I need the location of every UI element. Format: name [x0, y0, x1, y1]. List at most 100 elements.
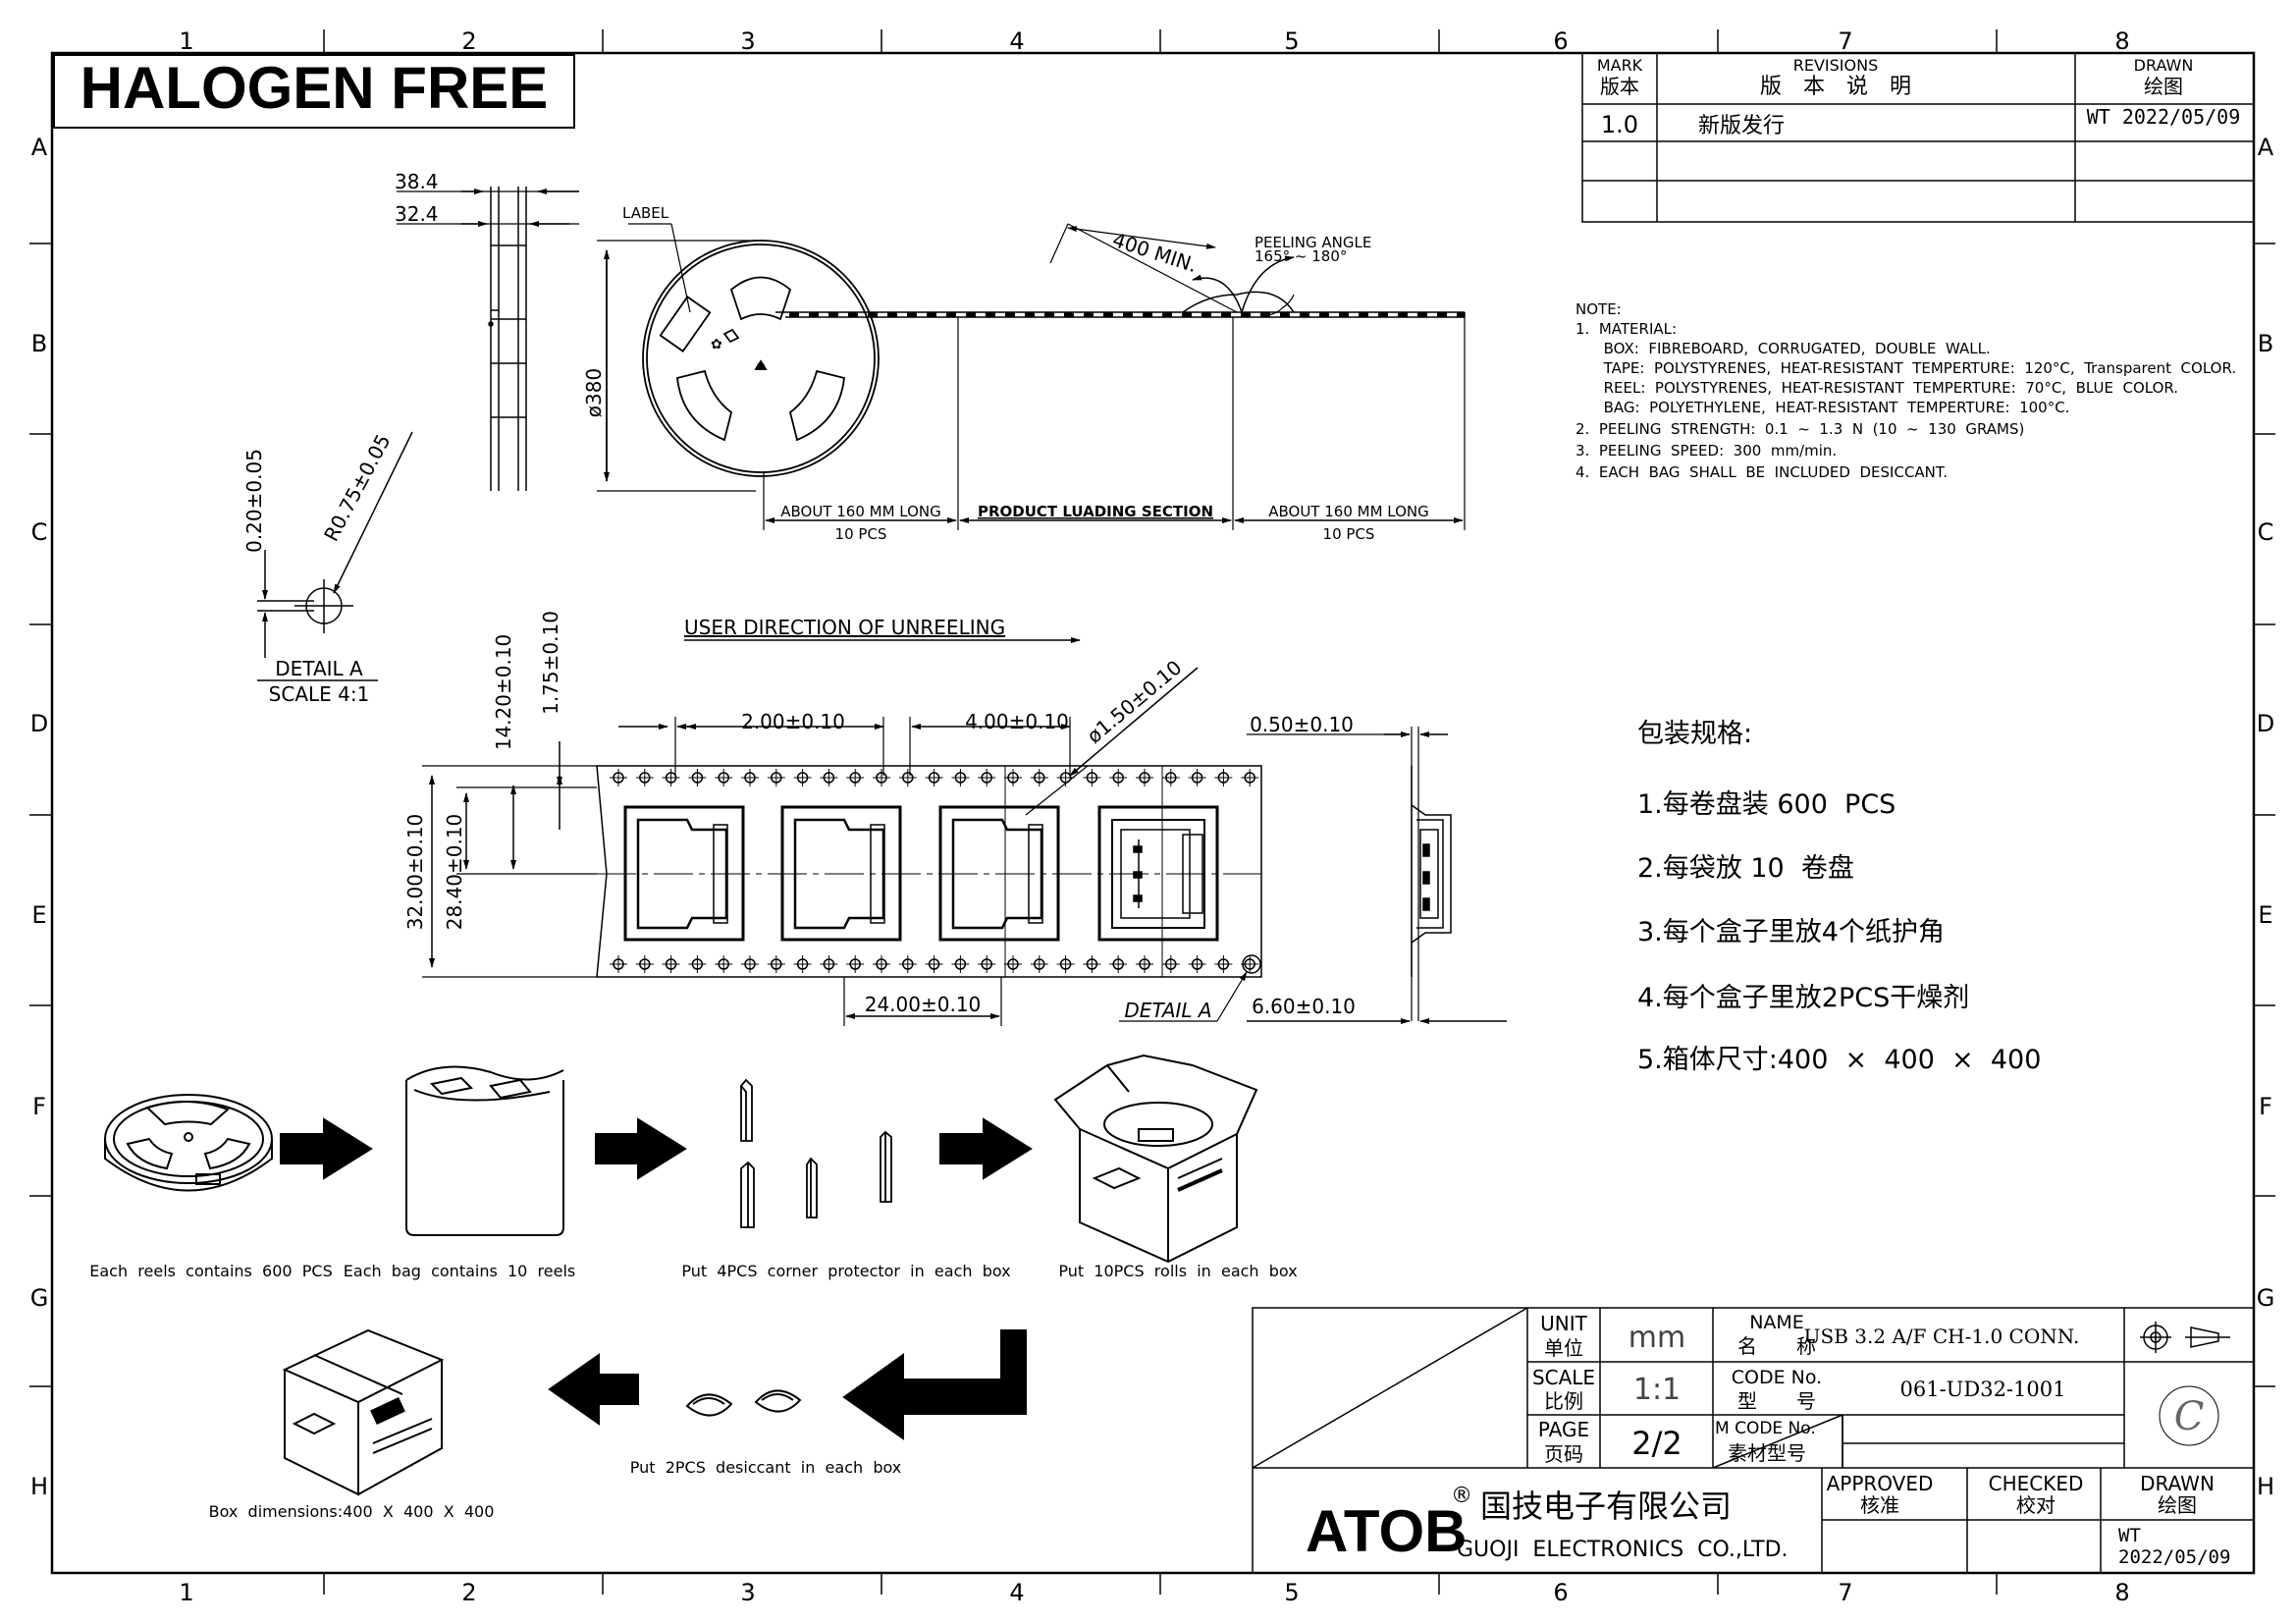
- sprocket-hole-center: [1004, 769, 1022, 786]
- tb-approved-cn: 核准: [1860, 1493, 1899, 1517]
- halogen-free-banner: HALOGEN FREE: [53, 54, 575, 129]
- col-num: 6: [1553, 1579, 1568, 1606]
- sprocket-hole-center: [951, 769, 970, 786]
- sheet-frame: [29, 29, 2275, 1595]
- row-letters-left: A B C D E F G H: [30, 134, 49, 1500]
- tb-drawn-cn: 绘图: [2158, 1493, 2197, 1517]
- row-letter: B: [31, 330, 47, 357]
- rev-mark-label-en: MARK: [1597, 56, 1643, 75]
- sprocket-hole-center: [820, 955, 838, 973]
- caption-reel: Each reels contains 600 PCS: [89, 1262, 332, 1280]
- row-letter: D: [2257, 710, 2274, 737]
- row-letter: F: [32, 1093, 46, 1120]
- note-line: 3. PEELING SPEED: 300 mm/min.: [1575, 442, 1837, 460]
- closed-box-illustration: [282, 1328, 445, 1496]
- tb-approved-en: APPROVED: [1827, 1472, 1934, 1495]
- sprocket-hole-center: [1188, 955, 1206, 973]
- banner-text: HALOGEN FREE: [80, 55, 549, 121]
- col-num: 6: [1553, 27, 1568, 55]
- sprocket-hole-center: [1004, 955, 1022, 973]
- sprocket-hole-center: [715, 769, 733, 786]
- tb-scale-en: SCALE: [1532, 1366, 1595, 1389]
- row-letter: H: [30, 1473, 48, 1500]
- column-numbers-top: 1 2 3 4 5 6 7 8: [179, 27, 2129, 55]
- row-letter: E: [31, 901, 46, 929]
- sprocket-hole-center: [1030, 769, 1048, 786]
- tb-code-en: CODE No.: [1732, 1367, 1822, 1388]
- tb-scale-cn: 比例: [1544, 1389, 1583, 1413]
- tb-drawn-by: WT: [2118, 1525, 2141, 1546]
- sprocket-hole-center: [1161, 955, 1180, 973]
- sprocket-hole-center: [1136, 955, 1153, 973]
- note-line: 4. EACH BAG SHALL BE INCLUDED DESICCANT.: [1575, 463, 1948, 481]
- sprocket-hole-center: [1083, 769, 1101, 786]
- tb-unit-value: mm: [1629, 1321, 1685, 1355]
- sprocket-hole-center: [1056, 955, 1075, 973]
- tb-company-cn: 国技电子有限公司: [1480, 1488, 1732, 1525]
- dim-4-00: 4.00±0.10: [965, 710, 1069, 733]
- tb-name-cn: 名 称: [1737, 1334, 1816, 1358]
- title-block: [1252, 1307, 2255, 1574]
- pcs-left: 10 PCS: [835, 525, 887, 543]
- sprocket-hole-center: [662, 955, 680, 973]
- tb-rev-letter: C: [2174, 1394, 2205, 1439]
- rev-mark-label-cn: 版本: [1600, 75, 1639, 98]
- col-num: 7: [1838, 27, 1852, 55]
- col-num: 3: [740, 1579, 755, 1606]
- dim-28-40: 28.40±0.10: [443, 814, 466, 931]
- sprocket-hole-center: [846, 769, 865, 786]
- row-letter: E: [2258, 901, 2272, 929]
- unreel-direction: USER DIRECTION OF UNREELING: [684, 616, 1005, 639]
- column-numbers-bottom: 1 2 3 4 5 6 7 8: [179, 1579, 2129, 1606]
- revisions-table: MARK 版本 REVISIONS 版 本 说 明 DRAWN 绘图 1.0 新…: [1581, 52, 2255, 223]
- pocket: [938, 805, 1060, 942]
- dim-14-20: 14.20±0.10: [492, 634, 515, 751]
- col-num: 2: [461, 27, 476, 55]
- note-line: BOX: FIBREBOARD, CORRUGATED, DOUBLE WALL…: [1575, 340, 1991, 357]
- sprocket-hole-center: [688, 955, 707, 973]
- dim-hole-dia: ø1.50±0.10: [1083, 656, 1187, 748]
- tb-logo-mark: ®: [1451, 1484, 1472, 1508]
- sprocket-hole-center: [925, 955, 943, 973]
- col-num: 3: [740, 27, 755, 55]
- tb-mcode-cn: 素材型号: [1728, 1441, 1806, 1465]
- dim-38-4: 38.4: [395, 170, 439, 193]
- tb-page-cn: 页码: [1544, 1442, 1583, 1466]
- sprocket-hole-center: [1083, 955, 1101, 973]
- rev-label-cn: 版 本 说 明: [1760, 75, 1911, 99]
- desiccant-illustration: [685, 1389, 802, 1417]
- tb-page-en: PAGE: [1538, 1418, 1589, 1441]
- pocket: [623, 805, 745, 942]
- dim-6-60: 6.60±0.10: [1252, 995, 1356, 1018]
- caption-box: Box dimensions:400 X 400 X 400: [209, 1502, 495, 1521]
- sprocket-hole-center: [1030, 955, 1048, 973]
- sprocket-hole-center: [1109, 769, 1128, 786]
- sprocket-hole-center: [662, 769, 680, 786]
- tb-drawn-date: 2022/05/09: [2118, 1546, 2230, 1568]
- sprocket-hole-center: [741, 769, 759, 786]
- packing-flow-captions: Each reels contains 600 PCS Each bag con…: [89, 1262, 1297, 1521]
- col-num: 7: [1838, 1579, 1852, 1606]
- row-letter: G: [30, 1284, 49, 1312]
- reel-diameter: ø380: [582, 368, 606, 417]
- col-num: 1: [179, 1579, 193, 1606]
- sprocket-hole-center: [1109, 955, 1128, 973]
- reel-side-view: [397, 187, 579, 491]
- packing-flow: [104, 1054, 1258, 1496]
- col-num: 2: [461, 1579, 476, 1606]
- sprocket-hole-center: [873, 769, 890, 786]
- sprocket-hole-center: [610, 769, 627, 786]
- dim-2-00: 2.00±0.10: [741, 710, 845, 733]
- detail-thickness: 0.20±0.05: [242, 449, 266, 553]
- packing-spec: 包装规格: 1.每卷盘装 600 PCS 2.每袋放 10 卷盘 3.每个盒子里…: [1637, 719, 2041, 1075]
- sprocket-hole-center: [1241, 769, 1259, 786]
- sprocket-hole-center: [978, 769, 996, 786]
- dim-32-00: 32.00±0.10: [403, 814, 427, 931]
- detail-scale: SCALE 4:1: [269, 682, 370, 706]
- sprocket-holes-bottom: [610, 955, 1259, 973]
- detail-a-view: [257, 431, 413, 681]
- sprocket-hole-center: [610, 955, 627, 973]
- caption-desiccant: Put 2PCS desiccant in each box: [630, 1458, 901, 1477]
- tape-side-profile: [1411, 766, 1452, 977]
